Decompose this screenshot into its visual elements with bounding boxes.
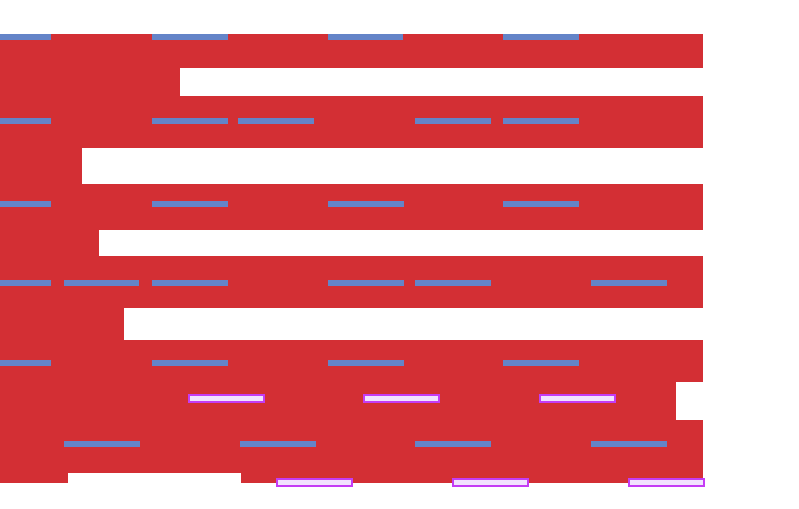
token-r3-c4[interactable] [503, 201, 579, 207]
token-r4-c5[interactable] [415, 280, 491, 286]
token-r1-c4[interactable] [503, 34, 579, 40]
token-r7-c1[interactable] [64, 441, 140, 447]
token-r8-c1[interactable] [276, 478, 353, 487]
token-r7-c3[interactable] [415, 441, 491, 447]
token-r2-c2[interactable] [152, 118, 228, 124]
token-r4-c6[interactable] [591, 280, 667, 286]
token-r1-c1[interactable] [0, 34, 51, 40]
token-r8-c2[interactable] [452, 478, 529, 487]
token-r5-c4[interactable] [503, 360, 579, 366]
token-r4-c2[interactable] [64, 280, 139, 286]
token-r1-c2[interactable] [152, 34, 228, 40]
token-r4-c1[interactable] [0, 280, 51, 286]
token-r3-c1[interactable] [0, 201, 51, 207]
token-r7-c4[interactable] [591, 441, 667, 447]
redaction-row-2-left [0, 148, 82, 184]
redaction-row-8-left [0, 473, 68, 483]
token-r3-c3[interactable] [328, 201, 404, 207]
redaction-row-2 [0, 96, 703, 148]
token-r1-c3[interactable] [328, 34, 403, 40]
token-r8-c3[interactable] [628, 478, 705, 487]
token-r4-c3[interactable] [152, 280, 228, 286]
token-r4-c4[interactable] [328, 280, 404, 286]
token-r5-c1[interactable] [0, 360, 51, 366]
redaction-row-3 [0, 184, 703, 230]
redaction-row-3-left [0, 230, 99, 256]
token-r2-c4[interactable] [415, 118, 491, 124]
token-r3-c2[interactable] [152, 201, 228, 207]
token-r2-c1[interactable] [0, 118, 51, 124]
token-r7-c2[interactable] [240, 441, 316, 447]
token-r5-c3[interactable] [328, 360, 404, 366]
token-r5-c2[interactable] [152, 360, 228, 366]
token-r2-c3[interactable] [238, 118, 314, 124]
token-r2-c5[interactable] [503, 118, 579, 124]
token-r6-c2[interactable] [363, 394, 440, 403]
redaction-row-4-left [0, 308, 124, 340]
redaction-row-1-left [0, 68, 180, 96]
token-r6-c1[interactable] [188, 394, 265, 403]
token-r6-c3[interactable] [539, 394, 616, 403]
